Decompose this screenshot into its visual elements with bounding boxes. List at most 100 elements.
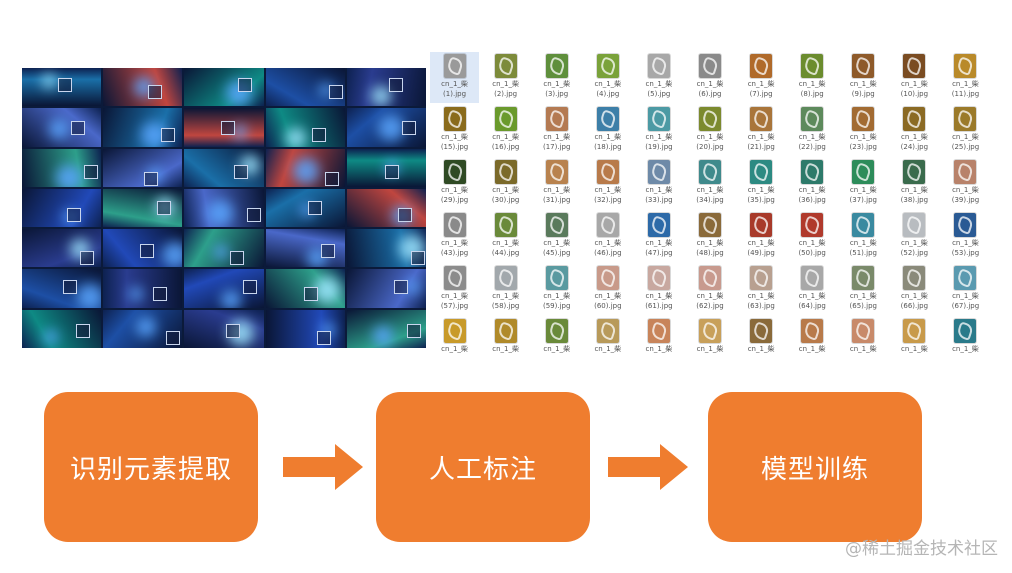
- image-thumbnail-icon: [903, 213, 926, 237]
- detected-element-box: [401, 121, 416, 136]
- detected-element-box: [324, 171, 339, 186]
- screenshot-thumbnail: [22, 108, 102, 147]
- image-file-item[interactable]: cn_1_柴(39).jpg: [941, 158, 990, 209]
- image-file-item[interactable]: cn_1_柴(61).jpg: [634, 264, 683, 315]
- image-file-item[interactable]: cn_1_柴(35).jpg: [737, 158, 786, 209]
- image-file-item[interactable]: cn_1_柴(38).jpg: [890, 158, 939, 209]
- image-file-item[interactable]: cn_1_柴: [788, 317, 837, 368]
- image-file-item[interactable]: cn_1_柴(51).jpg: [839, 211, 888, 262]
- image-file-item[interactable]: cn_1_柴(57).jpg: [430, 264, 479, 315]
- image-file-item[interactable]: cn_1_柴: [481, 317, 530, 368]
- image-file-item[interactable]: cn_1_柴(37).jpg: [839, 158, 888, 209]
- image-file-item[interactable]: cn_1_柴(17).jpg: [532, 105, 581, 156]
- file-name-label: cn_1_柴: [798, 292, 826, 300]
- image-thumbnail-icon: [954, 213, 977, 237]
- image-file-item[interactable]: cn_1_柴(59).jpg: [532, 264, 581, 315]
- image-file-item[interactable]: cn_1_柴: [941, 317, 990, 368]
- image-file-item[interactable]: cn_1_柴(15).jpg: [430, 105, 479, 156]
- detected-element-box: [161, 128, 176, 143]
- image-file-item[interactable]: cn_1_柴(32).jpg: [583, 158, 632, 209]
- screenshot-thumbnail: [103, 108, 183, 147]
- image-file-item[interactable]: cn_1_柴(5).jpg: [634, 52, 683, 103]
- image-file-item[interactable]: cn_1_柴(36).jpg: [788, 158, 837, 209]
- image-file-item[interactable]: cn_1_柴(23).jpg: [839, 105, 888, 156]
- image-file-item[interactable]: cn_1_柴(29).jpg: [430, 158, 479, 209]
- image-file-item[interactable]: cn_1_柴(49).jpg: [737, 211, 786, 262]
- file-name-label: cn_1_柴: [441, 239, 468, 247]
- image-thumbnail-icon: [545, 54, 568, 78]
- image-file-item[interactable]: cn_1_柴(66).jpg: [890, 264, 939, 315]
- image-file-item[interactable]: cn_1_柴(33).jpg: [634, 158, 683, 209]
- image-thumbnail-icon: [801, 54, 824, 78]
- image-file-item[interactable]: cn_1_柴(45).jpg: [532, 211, 581, 262]
- image-thumbnail-icon: [801, 160, 824, 184]
- screenshot-thumbnail: [103, 269, 183, 308]
- image-file-item[interactable]: cn_1_柴: [890, 317, 939, 368]
- image-file-item[interactable]: cn_1_柴(24).jpg: [890, 105, 939, 156]
- image-file-item[interactable]: cn_1_柴(21).jpg: [737, 105, 786, 156]
- detected-element-box: [303, 287, 318, 302]
- file-number-label: (65).jpg: [849, 302, 877, 310]
- file-number-label: (39).jpg: [951, 196, 980, 204]
- file-name-label: cn_1_柴: [696, 80, 724, 88]
- image-file-item[interactable]: cn_1_柴(53).jpg: [941, 211, 990, 262]
- image-file-item[interactable]: cn_1_柴(65).jpg: [839, 264, 888, 315]
- image-file-item[interactable]: cn_1_柴(44).jpg: [481, 211, 530, 262]
- file-name-label: cn_1_柴: [900, 239, 928, 247]
- image-file-item[interactable]: cn_1_柴: [685, 317, 734, 368]
- image-file-item[interactable]: cn_1_柴(46).jpg: [583, 211, 632, 262]
- image-file-item[interactable]: cn_1_柴(34).jpg: [685, 158, 734, 209]
- image-file-item[interactable]: cn_1_柴(16).jpg: [481, 105, 530, 156]
- file-number-label: (61).jpg: [645, 302, 673, 310]
- image-file-item[interactable]: cn_1_柴(63).jpg: [737, 264, 786, 315]
- image-file-item[interactable]: cn_1_柴(9).jpg: [839, 52, 888, 103]
- file-name-label: cn_1_柴: [645, 239, 673, 247]
- image-file-item[interactable]: cn_1_柴(64).jpg: [788, 264, 837, 315]
- image-file-item[interactable]: cn_1_柴(4).jpg: [583, 52, 632, 103]
- image-file-item[interactable]: cn_1_柴(47).jpg: [634, 211, 683, 262]
- image-file-item[interactable]: cn_1_柴(67).jpg: [941, 264, 990, 315]
- screenshot-thumbnail: [103, 309, 183, 348]
- image-file-item[interactable]: cn_1_柴(18).jpg: [583, 105, 632, 156]
- image-file-item[interactable]: cn_1_柴(11).jpg: [941, 52, 990, 103]
- image-file-item[interactable]: cn_1_柴(58).jpg: [481, 264, 530, 315]
- file-name-label: cn_1_柴: [441, 186, 468, 194]
- image-file-item[interactable]: cn_1_柴: [430, 317, 479, 368]
- image-file-item[interactable]: cn_1_柴(62).jpg: [685, 264, 734, 315]
- image-file-item[interactable]: cn_1_柴(10).jpg: [890, 52, 939, 103]
- file-number-label: (46).jpg: [594, 249, 622, 257]
- image-file-item[interactable]: cn_1_柴: [583, 317, 632, 368]
- image-file-item[interactable]: cn_1_柴(3).jpg: [532, 52, 581, 103]
- image-file-item[interactable]: cn_1_柴: [737, 317, 786, 368]
- image-file-item[interactable]: cn_1_柴: [634, 317, 683, 368]
- image-file-item[interactable]: cn_1_柴(20).jpg: [685, 105, 734, 156]
- image-file-item[interactable]: cn_1_柴(52).jpg: [890, 211, 939, 262]
- image-file-item[interactable]: cn_1_柴(2).jpg: [481, 52, 530, 103]
- image-file-item[interactable]: cn_1_柴(30).jpg: [481, 158, 530, 209]
- image-file-item[interactable]: cn_1_柴(8).jpg: [788, 52, 837, 103]
- image-thumbnail-icon: [443, 160, 466, 184]
- image-file-item[interactable]: cn_1_柴 (48).jpg: [685, 211, 734, 262]
- image-file-item[interactable]: cn_1_柴(60).jpg: [583, 264, 632, 315]
- screenshot-thumbnail: [22, 269, 102, 308]
- file-name-label: cn_1_柴: [696, 239, 724, 247]
- image-file-item[interactable]: cn_1_柴(50).jpg: [788, 211, 837, 262]
- image-file-item[interactable]: cn_1_柴(31).jpg: [532, 158, 581, 209]
- image-file-item[interactable]: cn_1_柴(6).jpg: [685, 52, 734, 103]
- image-file-item[interactable]: cn_1_柴(43).jpg: [430, 211, 479, 262]
- file-name-label: cn_1_柴: [900, 133, 928, 141]
- image-thumbnail-icon: [494, 54, 517, 78]
- image-file-item[interactable]: cn_1_柴(19).jpg: [634, 105, 683, 156]
- arrow-right-icon: [608, 444, 688, 490]
- file-number-label: (7).jpg: [749, 90, 773, 98]
- image-file-item[interactable]: cn_1_柴(25).jpg: [941, 105, 990, 156]
- image-file-item[interactable]: cn_1_柴(1).jpg: [430, 52, 480, 103]
- screenshot-thumbnail: [265, 108, 345, 147]
- image-file-item[interactable]: cn_1_柴: [839, 317, 888, 368]
- image-file-item[interactable]: cn_1_柴(7).jpg: [737, 52, 786, 103]
- image-file-item[interactable]: cn_1_柴(22).jpg: [788, 105, 837, 156]
- image-file-item[interactable]: cn_1_柴: [532, 317, 581, 368]
- image-thumbnail-icon: [852, 54, 875, 78]
- file-number-label: (1).jpg: [443, 90, 467, 98]
- file-number-label: (48).jpg: [696, 249, 724, 257]
